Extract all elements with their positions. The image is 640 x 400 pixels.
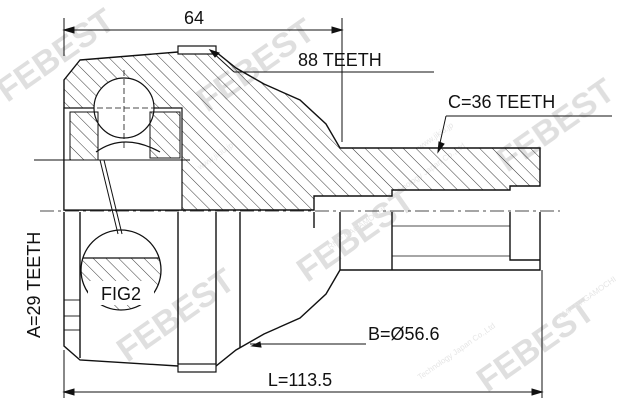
- gear-teeth-label: 88 TEETH: [298, 50, 382, 70]
- a-teeth-label: A=29 TEETH: [24, 232, 44, 338]
- c-teeth-leader: [437, 115, 612, 154]
- fig2-detail: FIG2: [80, 229, 162, 311]
- b-diameter-label: B=Ø56.6: [368, 324, 440, 344]
- watermark-logo-6: FEBEST: [470, 291, 602, 399]
- b-diameter-leader: [250, 341, 366, 348]
- fig2-label: FIG2: [101, 284, 141, 304]
- gear-ring-bottom: [177, 363, 217, 373]
- a-teeth-leaders: [34, 159, 190, 235]
- housing-section: [63, 51, 541, 211]
- section-upper: [63, 51, 541, 211]
- c-teeth-label: C=36 TEETH: [448, 92, 555, 112]
- width-dim-label: 64: [184, 8, 204, 28]
- inner-race-arc: [95, 141, 161, 153]
- dim-length: [62, 270, 544, 398]
- gear-teeth-leader: [208, 49, 434, 73]
- inner-race-section: [149, 111, 181, 159]
- length-label: L=113.5: [268, 370, 332, 390]
- dim-width: [62, 18, 344, 142]
- outline-lower: [63, 212, 541, 367]
- cage-section: [69, 111, 99, 161]
- gear-ring-top: [177, 45, 217, 55]
